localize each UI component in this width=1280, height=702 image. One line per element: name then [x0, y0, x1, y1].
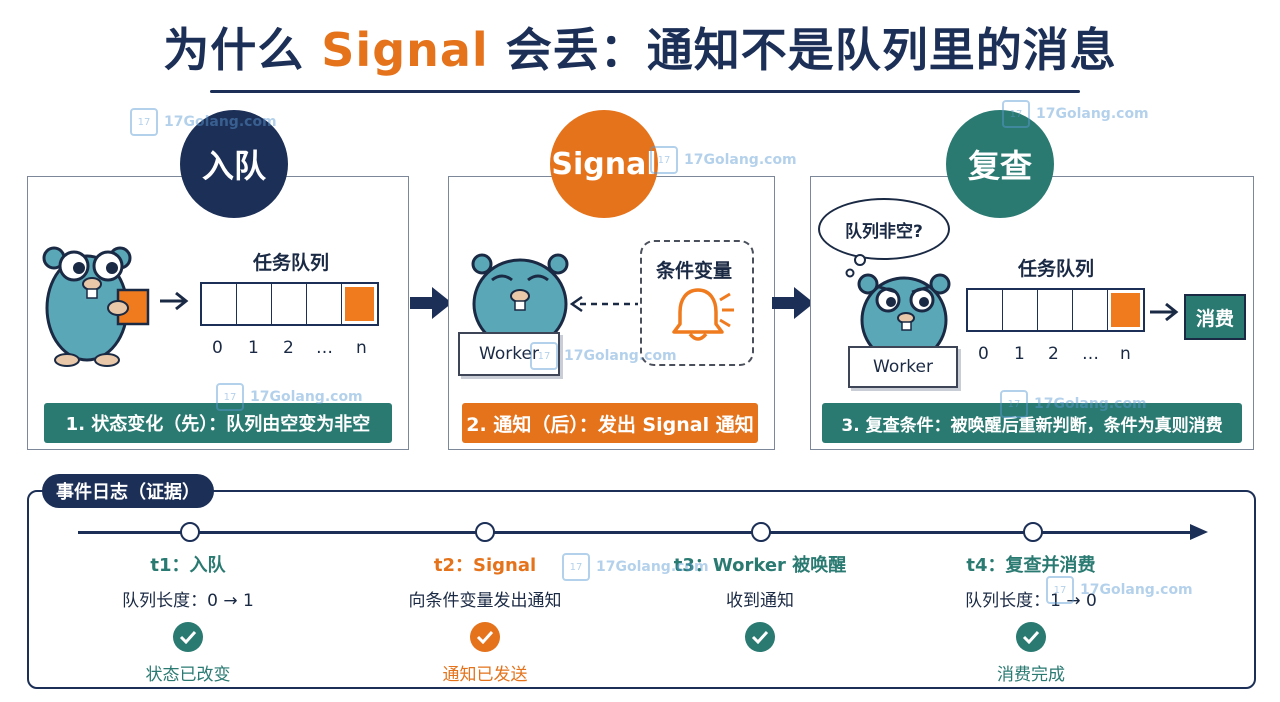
arrow-to-consume-icon	[1150, 302, 1179, 322]
queue-index: n	[1120, 344, 1131, 364]
timeline-axis	[78, 531, 1198, 534]
queue-title: 任务队列	[1018, 258, 1095, 280]
badge-signal: Signal	[550, 110, 658, 218]
task-queue	[200, 282, 379, 326]
condition-variable-title: 条件变量	[656, 260, 733, 282]
queue-index: 1	[248, 338, 259, 358]
task-queue	[966, 288, 1145, 332]
queue-index: 2	[283, 338, 294, 358]
event-title: t2：Signal	[433, 555, 537, 576]
consume-label: 消费	[1195, 307, 1234, 330]
queue-cell-filled	[345, 287, 374, 321]
event-t3: t3：Worker 被唤醒 收到通知	[630, 551, 890, 684]
event-t1: t1：入队 队列长度：0 → 1 状态已改变	[58, 551, 318, 685]
thought-bubble: 队列非空?	[818, 198, 950, 260]
consume-box: 消费	[1184, 294, 1246, 340]
badge-recheck: 复查	[946, 110, 1054, 218]
event-t4: t4：复查并消费 队列长度：1 → 0 消费完成	[901, 551, 1161, 685]
gopher-awake-illustration	[857, 273, 951, 352]
worker-box-sleeping: Worker	[458, 332, 560, 376]
queue-cell	[237, 284, 272, 324]
badge-recheck-label: 复查	[967, 147, 1032, 185]
queue-index: 0	[212, 338, 223, 358]
event-status: 状态已改变	[145, 665, 231, 685]
event-title: t1：入队	[150, 555, 226, 576]
event-title: t4：复查并消费	[966, 555, 1096, 576]
queue-cell	[272, 284, 307, 324]
dashed-arrow-icon	[570, 295, 638, 313]
flow-arrow-icon	[772, 287, 814, 319]
event-log-frame	[27, 490, 1256, 689]
worker-label: Worker	[873, 357, 933, 377]
event-desc: 队列长度：0 → 1	[122, 591, 254, 611]
step-label-1: 1. 状态变化（先）：队列由空变为非空	[44, 403, 392, 443]
event-desc: 向条件变量发出通知	[408, 591, 562, 611]
queue-cell	[1003, 290, 1038, 330]
event-status: 消费完成	[997, 665, 1065, 685]
queue-index: …	[316, 338, 333, 358]
queue-cell	[1073, 290, 1108, 330]
queue-index: 0	[978, 344, 989, 364]
timeline-arrowhead	[1190, 524, 1208, 540]
queue-cell	[968, 290, 1003, 330]
check-icon	[745, 622, 775, 652]
title-accent: Signal	[321, 23, 489, 77]
badge-enqueue-label: 入队	[201, 147, 266, 185]
title-prefix: 为什么	[163, 23, 305, 77]
flow-arrow-icon	[410, 287, 452, 319]
queue-index: n	[356, 338, 367, 358]
step-label-2: 2. 通知（后）：发出 Signal 通知	[462, 403, 758, 443]
queue-cell	[1038, 290, 1073, 330]
gopher-sleeping-illustration	[471, 253, 569, 338]
timeline-dot-t2	[475, 522, 495, 542]
worker-label: Worker	[479, 344, 539, 364]
gopher-enqueue-illustration	[42, 246, 150, 367]
check-icon	[173, 622, 203, 652]
timeline-dot-t3	[751, 522, 771, 542]
arrow-to-queue-icon	[160, 291, 189, 311]
queue-cell-filled	[1111, 293, 1140, 327]
event-log-tag-text: 事件日志（证据）	[56, 482, 200, 503]
event-status: 通知已发送	[442, 665, 528, 685]
event-status	[630, 660, 890, 684]
queue-index: 2	[1048, 344, 1059, 364]
badge-enqueue: 入队	[180, 110, 288, 218]
timeline-dot-t1	[180, 522, 200, 542]
event-desc: 队列长度：1 → 0	[965, 591, 1097, 611]
queue-index: 1	[1014, 344, 1025, 364]
event-log-tag: 事件日志（证据）	[42, 474, 214, 508]
queue-index: …	[1082, 344, 1099, 364]
queue-cell	[202, 284, 237, 324]
check-icon	[1016, 622, 1046, 652]
queue-cell	[307, 284, 342, 324]
title-underline	[210, 90, 1080, 93]
thought-dots	[845, 254, 866, 278]
step-label-3: 3. 复查条件：被唤醒后重新判断，条件为真则消费	[822, 403, 1242, 443]
page-title: 为什么 Signal 会丢：通知不是队列里的消息	[0, 14, 1280, 80]
event-t2: t2：Signal 向条件变量发出通知 通知已发送	[355, 551, 615, 685]
check-icon	[470, 622, 500, 652]
badge-signal-label: Signal	[551, 146, 657, 182]
worker-box-awake: Worker	[848, 346, 958, 388]
thought-bubble-text: 队列非空?	[845, 221, 923, 242]
watermark-logo-icon: 17	[130, 108, 158, 136]
title-suffix: 会丢：通知不是队列里的消息	[505, 23, 1117, 77]
queue-title: 任务队列	[253, 252, 330, 274]
event-title: t3：Worker 被唤醒	[673, 555, 847, 576]
event-desc: 收到通知	[726, 591, 794, 611]
timeline-dot-t4	[1023, 522, 1043, 542]
bell-icon	[672, 288, 734, 341]
